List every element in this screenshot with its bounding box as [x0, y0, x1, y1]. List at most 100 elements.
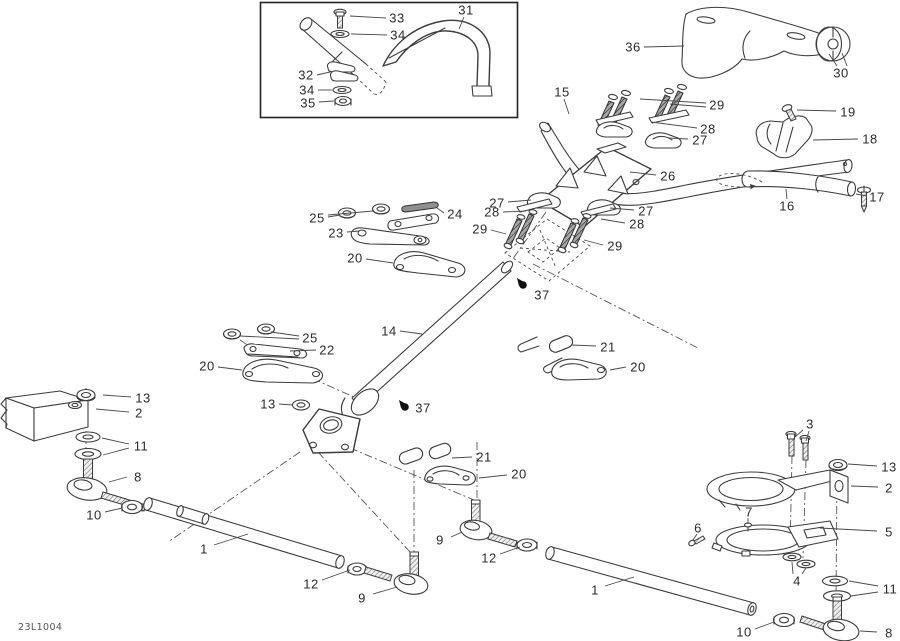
svg-text:36: 36 — [625, 40, 640, 55]
callout-33: 33 — [349, 11, 404, 26]
callout-10: 10 — [86, 508, 123, 523]
callout-12: 12 — [303, 569, 351, 592]
svg-text:21: 21 — [600, 340, 615, 355]
svg-text:19: 19 — [840, 105, 855, 120]
svg-text:21: 21 — [476, 450, 491, 465]
callout-27: 27 — [489, 196, 532, 211]
callout-1: 1 — [591, 576, 635, 598]
callout-13: 13 — [847, 460, 896, 475]
flange-nut — [291, 399, 311, 411]
inset-detail-box — [259, 1, 519, 119]
callout-36: 36 — [625, 40, 685, 55]
callout-35: 35 — [300, 96, 335, 111]
callout-9: 9 — [436, 531, 463, 548]
callout-29: 29 — [639, 98, 724, 113]
svg-text:28: 28 — [484, 205, 499, 220]
svg-text:6: 6 — [694, 521, 702, 536]
callout-34: 34 — [299, 83, 332, 98]
callout-26: 26 — [629, 169, 675, 184]
column-bushing-clamp-center — [398, 442, 476, 486]
callout-20: 20 — [347, 251, 394, 266]
callout-8: 8 — [859, 626, 892, 641]
callout-20: 20 — [478, 467, 526, 482]
callout-21: 21 — [451, 450, 491, 465]
callout-5: 5 — [819, 525, 893, 540]
callout-20: 20 — [199, 359, 243, 374]
svg-text:16: 16 — [779, 199, 794, 214]
callout-9: 9 — [358, 586, 398, 606]
callout-21: 21 — [571, 340, 615, 355]
grip-end-cap — [815, 26, 851, 62]
callout-13: 13 — [102, 391, 150, 406]
callout-34: 34 — [350, 28, 405, 43]
callout-19: 19 — [796, 105, 855, 120]
callout-1: 1 — [200, 533, 249, 557]
callout-4: 4 — [791, 561, 807, 589]
right-bracket-assembly — [688, 430, 860, 641]
callout-31: 31 — [458, 3, 473, 30]
svg-text:29: 29 — [472, 222, 487, 237]
callout-30: 30 — [828, 52, 848, 81]
callout-17: 17 — [855, 190, 884, 205]
svg-text:30: 30 — [833, 66, 848, 81]
svg-text:25: 25 — [309, 211, 324, 226]
callout-37: 37 — [415, 401, 430, 416]
callout-25: 25 — [309, 211, 374, 226]
svg-text:14: 14 — [381, 324, 396, 339]
svg-text:3: 3 — [806, 417, 814, 432]
grip-and-lever-hardware — [716, 104, 872, 213]
callout-32: 32 — [298, 68, 331, 83]
riser-block — [504, 142, 652, 282]
svg-text:13: 13 — [135, 391, 150, 406]
svg-text:27: 27 — [489, 196, 504, 211]
svg-text:37: 37 — [534, 288, 549, 303]
callout-14: 14 — [381, 324, 423, 339]
svg-text:10: 10 — [736, 625, 751, 640]
callout-20: 20 — [609, 360, 645, 375]
svg-text:5: 5 — [885, 525, 893, 540]
svg-text:32: 32 — [298, 68, 313, 83]
callout-27: 27 — [667, 133, 707, 148]
svg-text:11: 11 — [134, 439, 149, 454]
callout-27: 27 — [609, 204, 653, 219]
svg-text:23: 23 — [328, 226, 343, 241]
callout-28: 28 — [600, 217, 644, 232]
drawing-code: 23L1004 — [18, 622, 62, 633]
svg-text:13: 13 — [260, 397, 275, 412]
callout-11: 11 — [101, 437, 149, 456]
svg-text:13: 13 — [881, 460, 896, 475]
svg-text:26: 26 — [660, 169, 675, 184]
svg-text:35: 35 — [300, 96, 315, 111]
upper-column-clamp — [393, 251, 466, 278]
callout-7: 7 — [745, 505, 752, 524]
callout-10: 10 — [736, 621, 775, 640]
callout-15: 15 — [554, 85, 570, 115]
svg-text:8: 8 — [134, 470, 142, 485]
grease-symbols — [399, 278, 527, 411]
svg-text:34: 34 — [299, 83, 314, 98]
callout-6: 6 — [692, 521, 702, 541]
svg-text:29: 29 — [709, 98, 724, 113]
svg-text:10: 10 — [86, 508, 101, 523]
right-tie-rod — [545, 546, 757, 616]
steering-column — [291, 260, 514, 454]
upper-link-group — [517, 335, 607, 381]
callout-24: 24 — [436, 207, 462, 222]
svg-text:20: 20 — [347, 251, 362, 266]
center-ball-joint — [459, 499, 538, 552]
svg-text:33: 33 — [389, 11, 404, 26]
callout-8: 8 — [108, 470, 142, 485]
svg-text:1: 1 — [591, 583, 599, 598]
svg-text:18: 18 — [862, 132, 877, 147]
handlebar-clamp-hardware-bottom — [503, 192, 621, 254]
svg-text:27: 27 — [692, 133, 707, 148]
callout-2: 2 — [850, 481, 892, 496]
svg-text:29: 29 — [607, 239, 622, 254]
svg-text:28: 28 — [700, 122, 715, 137]
svg-text:27: 27 — [638, 204, 653, 219]
svg-text:9: 9 — [436, 533, 444, 548]
callout-28: 28 — [484, 205, 527, 220]
callout-13: 13 — [260, 397, 294, 412]
